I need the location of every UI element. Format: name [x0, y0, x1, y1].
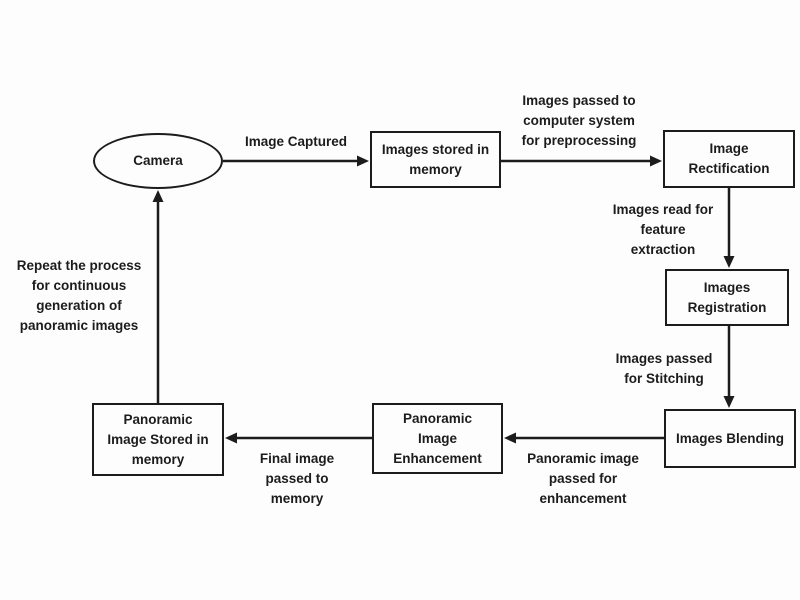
node-panoramic-image-enhancement-label: Panoramic Image Enhancement	[393, 410, 482, 466]
node-images-blending-label: Images Blending	[675, 430, 785, 446]
node-panoramic-image-enhancement: Panoramic Image Enhancement	[372, 403, 503, 474]
node-images-stored-in-memory: Images stored in memory	[370, 131, 501, 188]
edge-label-passed-for-stitching: Images passed for Stitching	[615, 351, 713, 386]
node-image-rectification: Image Rectification	[663, 130, 795, 188]
arrowhead-down-icon	[723, 396, 735, 408]
node-camera-label: Camera	[133, 153, 183, 168]
arrowhead-right-icon	[357, 155, 369, 167]
arrowhead-right-icon	[650, 155, 662, 167]
node-panoramic-image-stored-in-memory: Panoramic Image Stored in memory	[92, 403, 224, 476]
edge-label-repeat-process: Repeat the process for continuous genera…	[16, 258, 142, 333]
node-images-blending: Images Blending	[664, 409, 796, 468]
arrowhead-up-icon	[152, 190, 164, 202]
edge-label-read-for-feature-extraction: Images read for feature extraction	[612, 202, 714, 257]
edge-label-passed-for-preprocessing: Images passed to computer system for pre…	[521, 93, 637, 148]
edge-label-final-image-to-memory: Final image passed to memory	[259, 451, 335, 506]
arrowhead-down-icon	[723, 256, 735, 268]
node-images-stored-in-memory-label: Images stored in memory	[381, 141, 490, 177]
arrowhead-left-icon	[225, 432, 237, 444]
node-images-registration: Images Registration	[665, 269, 789, 326]
node-images-registration-label: Images Registration	[687, 279, 767, 315]
edge-label-image-captured: Image Captured	[244, 134, 348, 149]
node-camera: Camera	[93, 133, 223, 189]
arrowhead-left-icon	[504, 432, 516, 444]
node-image-rectification-label: Image Rectification	[688, 141, 770, 176]
node-panoramic-image-stored-in-memory-label: Panoramic Image Stored in memory	[107, 411, 209, 467]
edge-label-passed-for-enhancement: Panoramic image passed for enhancement	[527, 451, 639, 506]
